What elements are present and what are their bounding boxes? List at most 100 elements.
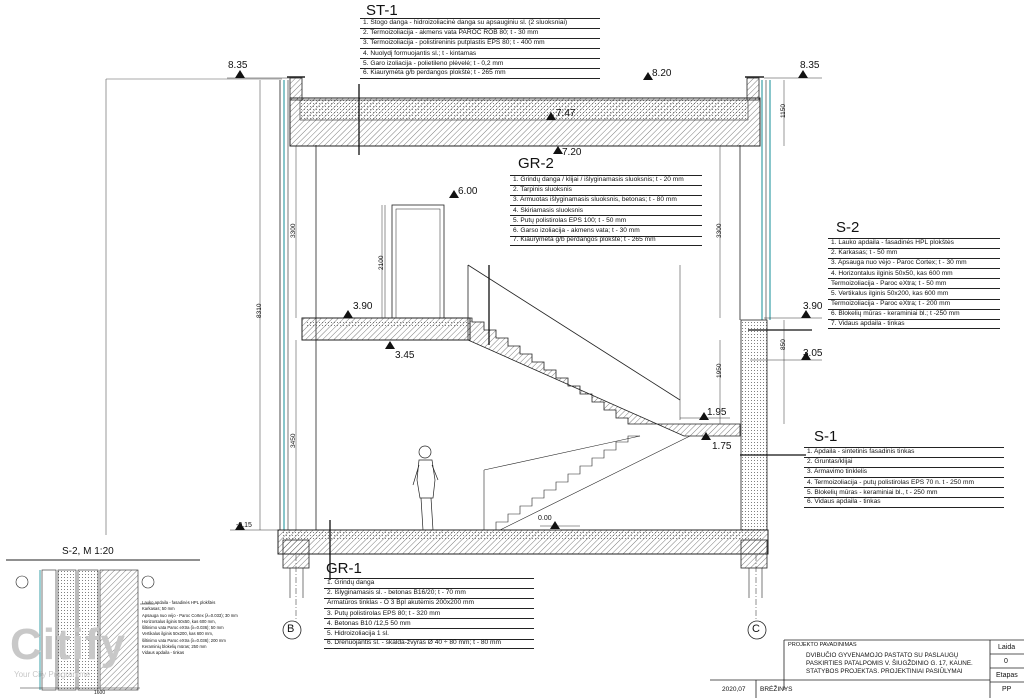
level-label: 7.20	[562, 147, 582, 158]
project-line: STATYBOS PROJEKTAS. PROJEKTINIAI PASIŪLY…	[806, 667, 963, 675]
detail-legend-item: Horizontalus ilginis 50x50, kas 600 mm,	[142, 618, 216, 624]
section-title-gr2: GR-2	[518, 155, 554, 172]
level-label: -0.15	[236, 522, 252, 529]
laida-value: 0	[1004, 658, 1008, 665]
detail-legend-item: šiltinimo vata Paroc eXtra (λ=0.036); 50…	[142, 625, 224, 631]
spec-row: 1. Grindų danga	[324, 578, 534, 588]
spec-row: 4. Termoizoliacija - putų polistirolas E…	[804, 477, 1004, 487]
detail-legend-item: Karkasas; 50 mm	[142, 606, 175, 612]
spec-row: 3. Putų polistirolas EPS 80; t - 320 mm	[324, 608, 534, 618]
upper-stair	[467, 264, 741, 437]
spec-row: 2. Termoizoliacija - akmens vata PAROC R…	[360, 28, 600, 38]
spec-row: 1. Stogo danga - hidroizoliacinė danga s…	[360, 18, 600, 28]
spec-row: Termoizoliacija - Paroc eXtra; t - 50 mm	[828, 278, 1000, 288]
detail-legend-item: Apsauga nuo vėjo - Paroc Cortex (λ=0.033…	[142, 612, 238, 618]
level-label: 8.35	[800, 60, 820, 71]
drawing-date: 2020,07	[722, 686, 746, 693]
title-block-frame	[710, 639, 1024, 698]
spec-table-gr2: 1. Grindų danga / klijai / išlyginamasis…	[510, 175, 702, 246]
ground-slab	[277, 529, 769, 598]
person-figure	[412, 445, 439, 531]
lower-stair	[483, 435, 691, 531]
spec-row: 6. Blokelių mūras - keraminiai bl.; t -2…	[828, 308, 1000, 319]
spec-row: 2. Išlyginamasis sl. - betonas B16/20; t…	[324, 588, 534, 598]
axis-lines	[282, 555, 767, 640]
detail-legend-item: šiltinimo vata Paroc eXtra (λ=0.036); 20…	[142, 637, 226, 643]
spec-row: 4. Nuolydį formuojantis sl.; t - kintama…	[360, 48, 600, 58]
right-wall	[739, 80, 771, 531]
dimension-label: 1950	[716, 363, 723, 378]
spec-table-gr1: 1. Grindų danga 2. Išlyginamasis sl. - b…	[324, 578, 534, 649]
detail-legend-item: Lauko apdaila - fasadinės HPL plokštės	[142, 600, 216, 605]
section-title-s1: S-1	[814, 428, 838, 445]
section-title-gr1: GR-1	[326, 560, 362, 577]
level-label: 3.05	[803, 348, 823, 359]
dimension-lines	[227, 77, 822, 531]
spec-row: 5. Putų polistirolas EPS 100; t - 50 mm	[510, 215, 702, 225]
spec-row: 1. Lauko apdaila - fasadinės HPL plokštė…	[828, 238, 1000, 248]
spec-row: 2. Tarpinis sluoksnis	[510, 185, 702, 195]
spec-row: 3. Armuotas išlyginamasis sluoksnis, bet…	[510, 195, 702, 205]
spec-table-s2: 1. Lauko apdaila - fasadinės HPL plokštė…	[828, 238, 1000, 329]
spec-row: 1. Grindų danga / klijai / išlyginamasis…	[510, 175, 702, 185]
level-label: 1.75	[712, 441, 732, 452]
spec-row: 5. Garo izoliacija - polietileno plėvelė…	[360, 58, 600, 68]
spec-row: 1. Apdaila - sintetinis fasadinis tinkas	[804, 447, 1004, 457]
spec-row: 3. Apsauga nuo vėjo - Paroc Cortex; t - …	[828, 258, 1000, 268]
dimension-label: 1150	[780, 104, 787, 118]
section-title-s2: S-2	[836, 219, 860, 236]
project-line: DVIBUČIO GYVENAMOJO PASTATO SU PASLAUGŲ	[806, 652, 959, 659]
spec-row: 5. Blokelių mūras - keraminiai bl., t - …	[804, 487, 1004, 497]
sheet-label: BRĖŽINYS	[760, 686, 793, 693]
level-label: 1.95	[707, 407, 727, 418]
dimension-label: 8310	[256, 303, 263, 318]
intermediate-slab	[301, 317, 471, 341]
project-name: DVIBUČIO GYVENAMOJO PASTATO SU PASLAUGŲ …	[806, 652, 973, 676]
level-label: 0.00	[538, 515, 552, 522]
left-wall	[105, 78, 317, 535]
spec-row: 3. Armavimo tinklelis	[804, 467, 1004, 477]
detail-title: S-2, M 1:20	[62, 546, 114, 557]
spec-row: 4. Betonas B10 /12,5 50 mm	[324, 618, 534, 628]
dimension-label: 3300	[716, 223, 723, 238]
level-label: 3.90	[353, 301, 373, 312]
dimension-label: 2100	[378, 255, 385, 270]
spec-row: 6. Garso izoliacija - akmens vata; t - 3…	[510, 225, 702, 235]
spec-row: Armatūros tinklas - O 3 Bpl akutėmis 200…	[324, 598, 534, 608]
level-markers	[235, 70, 811, 530]
spec-row: 4. Horizontalus ilginis 50x50, kas 600 m…	[828, 268, 1000, 278]
detail-legend-item: Keraminių blokelių mūras; 250 mm	[142, 644, 207, 650]
level-label: 3.90	[803, 301, 823, 312]
spec-row: 7. Kiaurymėta g/b perdangos plokštė; t -…	[510, 235, 702, 246]
spec-row: 2. Karkasas; t - 50 mm	[828, 248, 1000, 258]
roof-slab	[287, 76, 764, 147]
level-label: 8.35	[228, 60, 248, 71]
door	[384, 204, 445, 319]
spec-table-st1: 1. Stogo danga - hidroizoliacinė danga s…	[360, 18, 600, 79]
spec-row: 6. Vidaus apdaila - tinkas	[804, 497, 1004, 508]
detail-legend-item: Vidaus apdaila - tinkas	[142, 650, 185, 656]
etapas-value: PP	[1002, 686, 1012, 693]
project-line: PASKIRTIES PATALPOMIS V. ŠIUGŽDINIO G. 1…	[806, 659, 973, 667]
dimension-label: 1600	[94, 690, 106, 696]
spec-row: 4. Skiriamasis sluoksnis	[510, 205, 702, 215]
section-title-st1: ST-1	[366, 2, 398, 19]
spec-table-s1: 1. Apdaila - sintetinis fasadinis tinkas…	[804, 447, 1004, 508]
detail-drawing	[6, 559, 200, 691]
spec-row: 7. Vidaus apdaila - tinkas	[828, 318, 1000, 329]
axis-label-c: C	[752, 623, 760, 635]
detail-legend-item: Vertikalus ilginis 50x200, kas 600 mm,	[142, 631, 213, 637]
spec-row: 2. Gruntas/klijai	[804, 457, 1004, 467]
detail-legend: Lauko apdaila - fasadinės HPL plokštės K…	[142, 600, 242, 657]
dimension-label: 3300	[290, 223, 297, 238]
dimension-label: 850	[780, 339, 787, 350]
watermark-logo: Citify	[10, 620, 126, 669]
etapas-label: Etapas	[996, 672, 1018, 679]
project-label: PROJEKTO PAVADINIMAS	[788, 642, 857, 648]
spec-row: 3. Termoizoliacija - polistireninis putp…	[360, 38, 600, 48]
spec-row: 6. Kiaurymėta g/b perdangos plokštė; t -…	[360, 68, 600, 79]
level-label: 6.00	[458, 186, 478, 197]
spec-row: 6. Drenuojantis sl. - skalda-žvyras Ø 40…	[324, 638, 534, 649]
laida-label: Laida	[998, 644, 1016, 651]
